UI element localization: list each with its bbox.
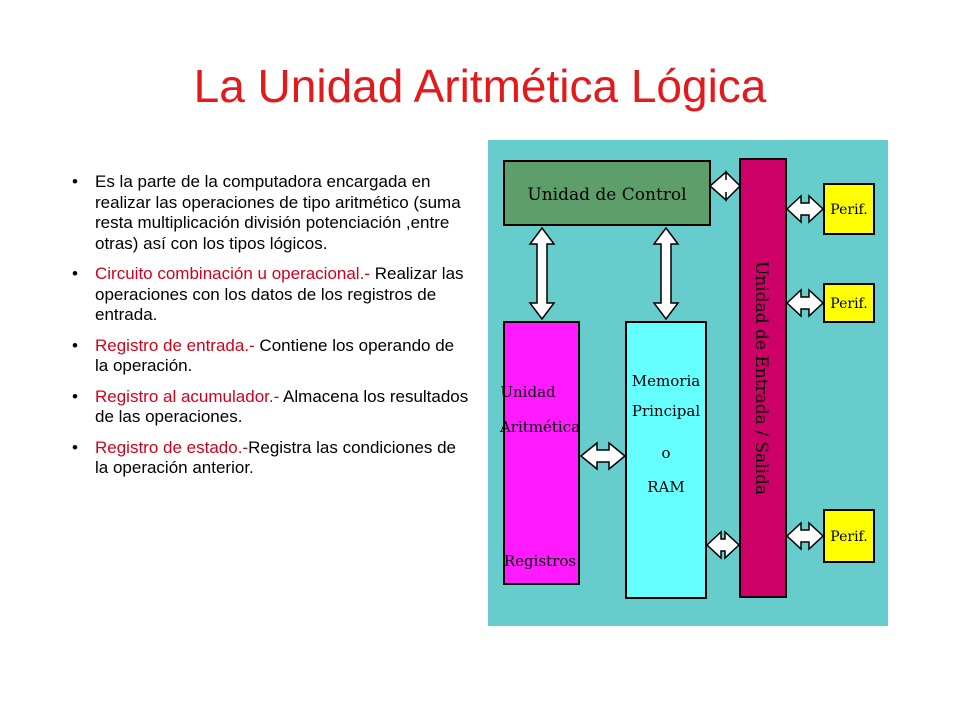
- bullet-text: Contiene los operando de la operación.: [95, 335, 455, 376]
- arrow-io-peripheral-3: [785, 521, 825, 551]
- bullet-item: Es la parte de la computadora encargada …: [72, 172, 472, 254]
- bullet-highlight: Registro de entrada.-: [95, 335, 255, 355]
- bullet-text: Realizar las operaciones con los datos d…: [95, 264, 464, 324]
- peripheral-label-2: Perif.: [830, 296, 867, 312]
- memory-label-line1: Memoria: [632, 372, 700, 390]
- bullet-highlight: Registro al acumulador.-: [95, 386, 280, 406]
- arrow-cu-alu: [528, 226, 556, 321]
- memory-label-line2: Principal: [632, 402, 700, 420]
- alu-box: [503, 321, 580, 585]
- memory-box: [625, 321, 707, 599]
- architecture-diagram: Unidad de Control Unidad Aritmética Regi…: [488, 140, 888, 626]
- arrow-cu-memory: [652, 226, 680, 321]
- arrow-cu-io: [708, 170, 742, 202]
- bullet-text: Almacena los resultados de las operacion…: [95, 386, 469, 427]
- memory-label-line4: RAM: [647, 478, 685, 496]
- arrow-alu-memory: [579, 441, 627, 471]
- bullet-highlight: Registro de estado.-: [95, 437, 249, 457]
- peripheral-box-1: [823, 183, 875, 235]
- bullet-item: Registro al acumulador.- Almacena los re…: [72, 387, 472, 428]
- bullet-text: Es la parte de la computadora encargada …: [95, 172, 461, 253]
- control-unit-box: [503, 160, 711, 226]
- io-unit-box: [739, 158, 787, 598]
- arrow-io-peripheral-1: [785, 194, 825, 224]
- arrow-io-peripheral-2: [785, 288, 825, 318]
- arrow-memory-io: [705, 530, 741, 560]
- bullet-text: Registra las condiciones de la operación…: [95, 437, 456, 478]
- io-unit-label: Unidad de Entrada / Salida: [751, 261, 771, 495]
- alu-label-line2: Aritmética: [499, 418, 580, 436]
- bullet-item: Registro de entrada.- Contiene los opera…: [72, 336, 472, 377]
- peripheral-label-1: Perif.: [830, 202, 867, 218]
- peripheral-box-2: [823, 283, 875, 323]
- alu-registers-label: Registros: [504, 552, 576, 570]
- bullet-list: Es la parte de la computadora encargada …: [72, 172, 472, 489]
- bullet-highlight: Circuito combinación u operacional.-: [95, 264, 370, 283]
- slide-title: La Unidad Aritmética Lógica: [193, 60, 767, 112]
- bullet-item: Registro de estado.-Registra las condici…: [72, 438, 472, 479]
- control-unit-label: Unidad de Control: [527, 185, 686, 205]
- memory-label-line3: o: [661, 444, 670, 462]
- bullet-item: Circuito combinación u operacional.- Rea…: [72, 264, 472, 326]
- alu-label-line1: Unidad: [500, 383, 556, 401]
- peripheral-label-3: Perif.: [830, 529, 867, 545]
